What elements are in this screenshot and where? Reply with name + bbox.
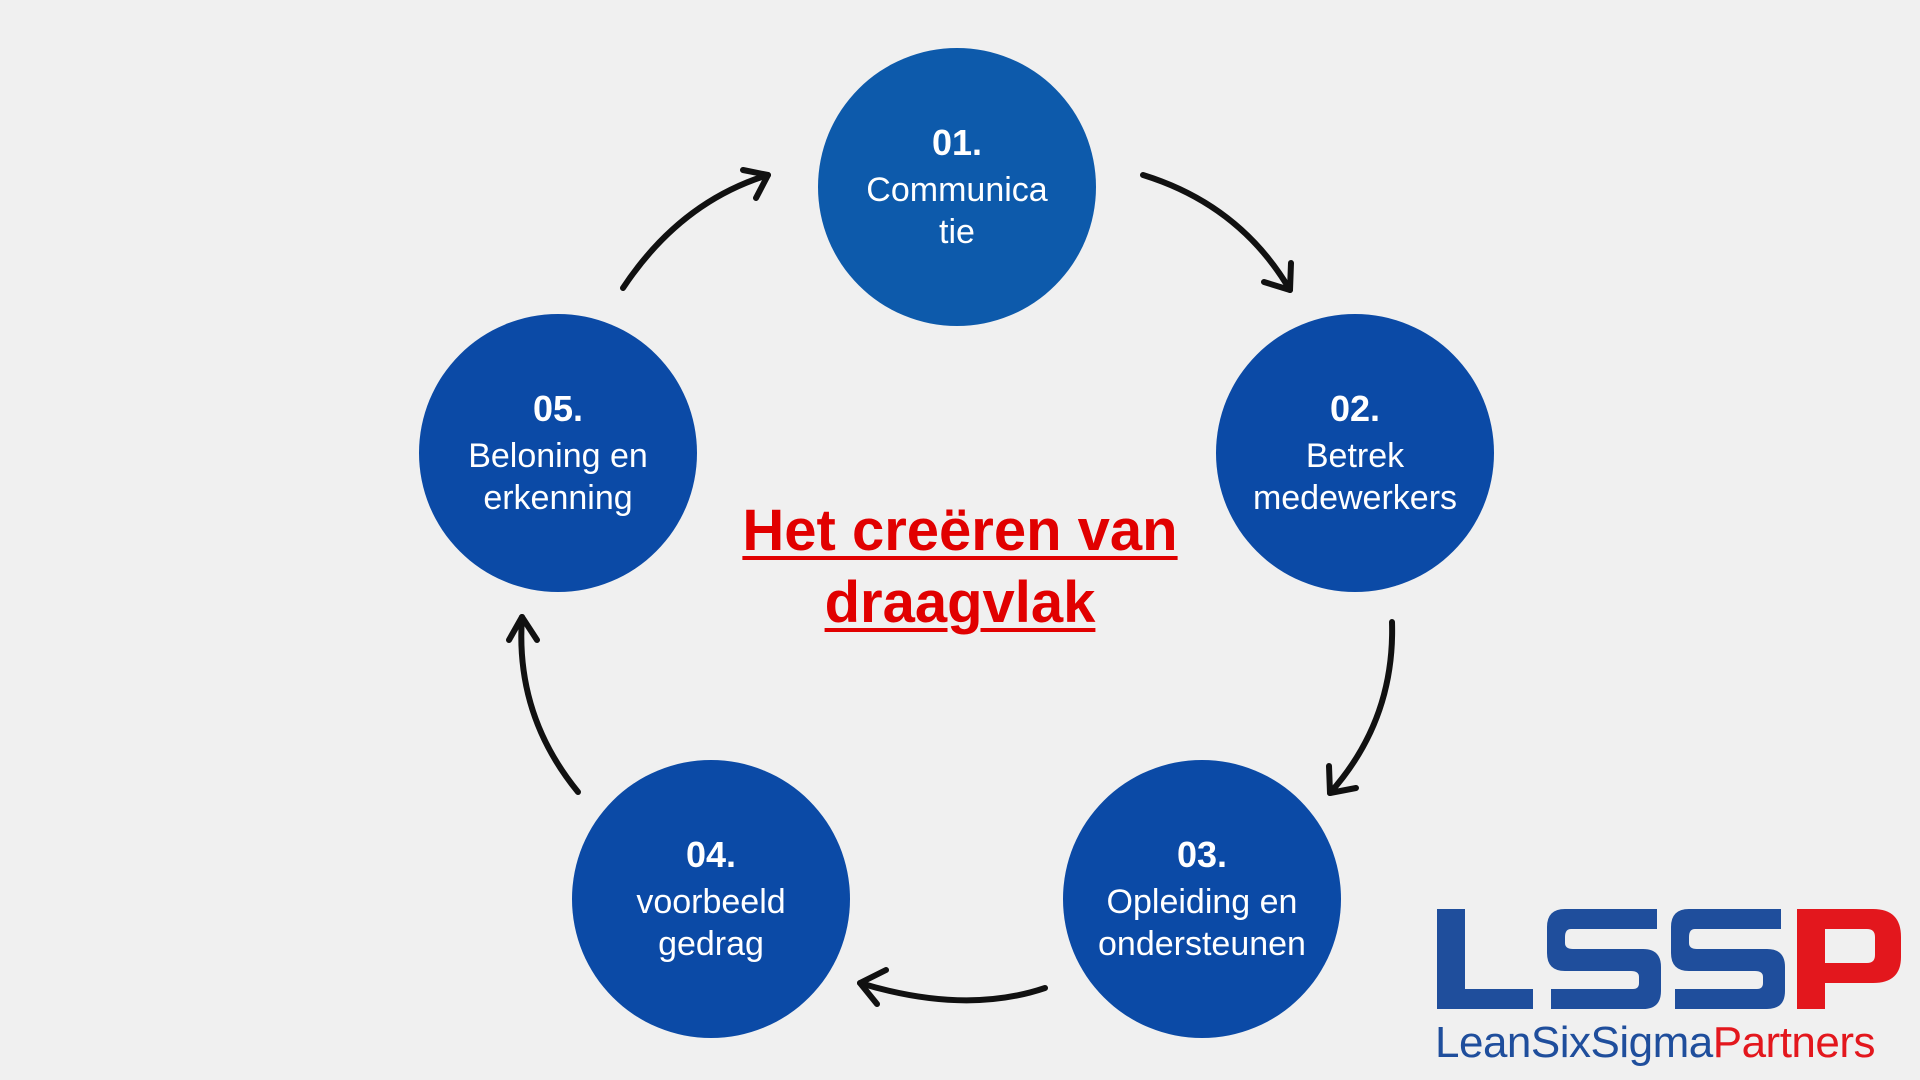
logo-word-six: Six [1530, 1018, 1591, 1067]
lssp-logo: LeanSixSigmaPartners [1435, 905, 1905, 1070]
step-circle-04: 04. voorbeeld gedrag [572, 760, 850, 1038]
logo-word-partners: Partners [1712, 1018, 1876, 1067]
arrow-1-to-2 [1140, 172, 1293, 293]
step-circle-03: 03. Opleiding en ondersteunen [1063, 760, 1341, 1038]
step-number: 03. [1176, 834, 1228, 875]
lssp-logo-mark [1437, 909, 1901, 1009]
logo-letter-S1 [1547, 909, 1661, 1009]
logo-letter-S2 [1671, 909, 1785, 1009]
arrow-4-to-5-head [506, 614, 540, 643]
logo-letter-P [1797, 909, 1901, 1009]
logo-letter-L [1437, 909, 1533, 1009]
step-circle-01: 01. Communica tie [818, 48, 1096, 326]
step-circle-02: 02. Betrek medewerkers [1216, 314, 1494, 592]
step-number: 04. [685, 834, 737, 875]
logo-word-lean: Lean [1435, 1018, 1531, 1067]
arrow-2-to-3 [1327, 619, 1396, 796]
step-number: 02. [1329, 388, 1381, 429]
logo-word-sigma: Sigma [1590, 1018, 1714, 1067]
step-label: Beloning en erkenning [468, 437, 648, 517]
arrow-5-to-1-head [740, 167, 771, 201]
step-number: 05. [532, 388, 584, 429]
step-number: 01. [931, 122, 983, 163]
step-label: voorbeeld gedrag [636, 883, 786, 963]
step-label: Communica tie [866, 171, 1048, 251]
arrow-4-to-5 [518, 614, 581, 795]
step-label: Betrek medewerkers [1252, 437, 1458, 517]
step-label: Opleiding en ondersteunen [1098, 883, 1306, 963]
arrow-1-to-2-head [1261, 260, 1294, 293]
arrow-5-to-1 [620, 172, 771, 291]
arrow-3-to-4-head [857, 967, 889, 1007]
center-title: Het creëren van draagvlak [742, 498, 1178, 635]
arrow-2-to-3-head [1326, 763, 1359, 796]
step-circle-05: 05. Beloning en erkenning [419, 314, 697, 592]
logo-wordmark: LeanSixSigmaPartners [1435, 1017, 1905, 1069]
arrow-3-to-4 [857, 980, 1048, 1004]
